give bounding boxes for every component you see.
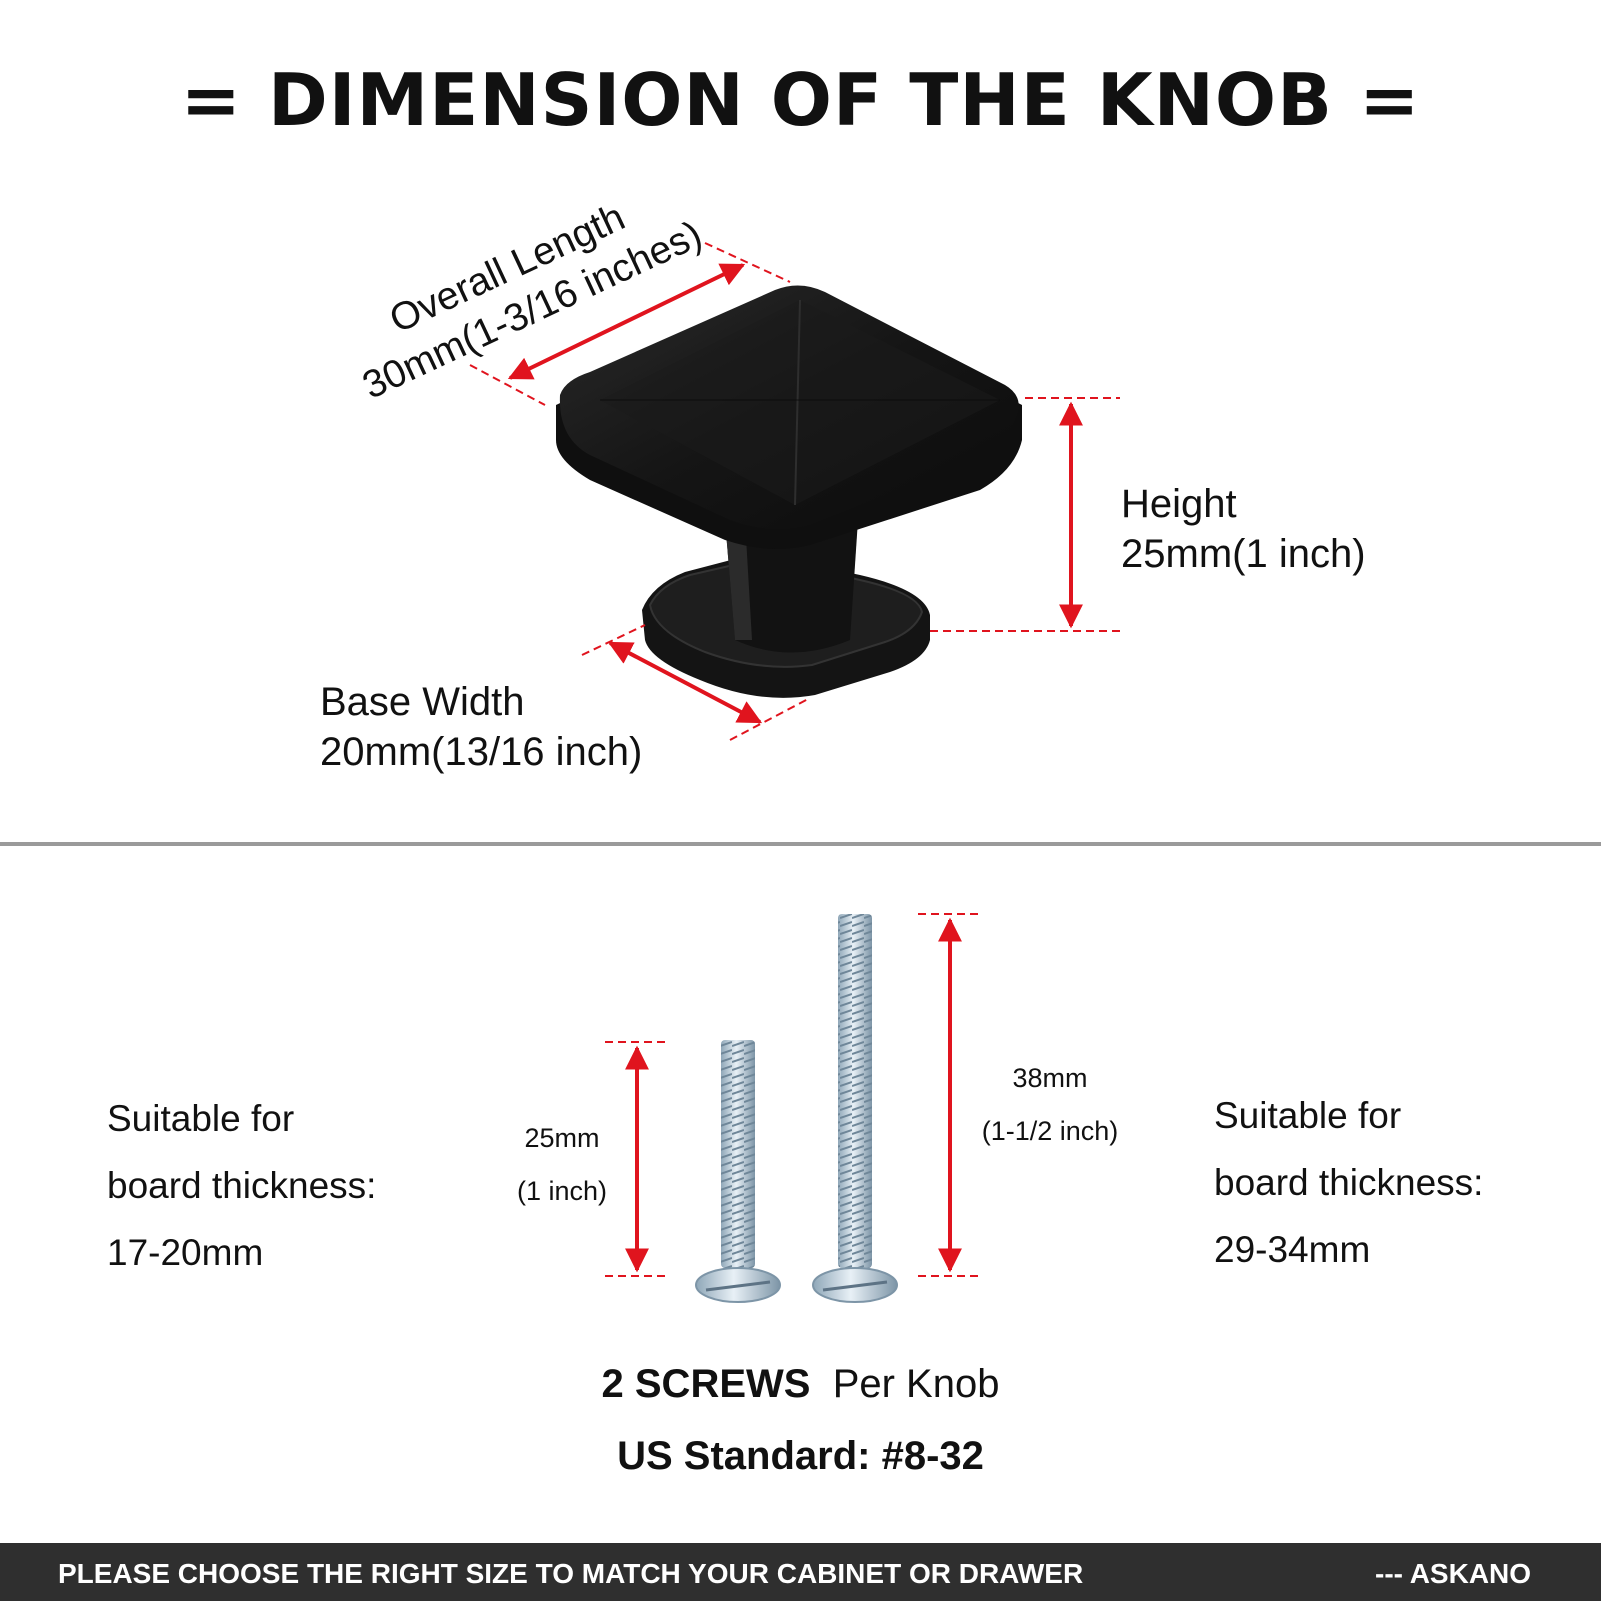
left-note-line1: Suitable for <box>107 1098 295 1139</box>
base-width-value: 20mm(13/16 inch) <box>320 730 643 774</box>
short-screw-image <box>695 1040 781 1303</box>
footer-bar: PLEASE CHOOSE THE RIGHT SIZE TO MATCH YO… <box>0 1543 1601 1601</box>
footer-message: PLEASE CHOOSE THE RIGHT SIZE TO MATCH YO… <box>58 1558 1084 1589</box>
overall-length-dimension <box>469 242 791 406</box>
page-title: = DIMENSION OF THE KNOB = <box>180 58 1421 142</box>
height-value: 25mm(1 inch) <box>1121 532 1366 576</box>
screw-standard: US Standard: #8-32 <box>617 1434 984 1478</box>
short-screw-dimension <box>605 1041 668 1277</box>
base-width-dimension <box>581 624 811 741</box>
knob-image <box>556 285 1022 698</box>
screw-count: 2 SCREWS Per Knob <box>0 1362 1601 1407</box>
screw-count-bold: 2 SCREWS <box>601 1362 811 1406</box>
height-label: Height <box>1121 482 1237 526</box>
long-screw-image <box>812 914 898 1303</box>
section-divider <box>0 842 1601 846</box>
short-screw-length-inch: (1 inch) <box>516 1176 608 1206</box>
base-width-label: Base Width <box>320 680 525 724</box>
right-note-line1: Suitable for <box>1214 1095 1402 1136</box>
long-screw-dimension <box>918 913 980 1277</box>
left-note-line3: 17-20mm <box>107 1232 264 1273</box>
right-note-line3: 29-34mm <box>1214 1229 1371 1270</box>
long-screw-length: 38mm <box>1012 1063 1088 1093</box>
short-screw-length: 25mm <box>524 1123 600 1153</box>
long-screw-length-inch: (1-1/2 inch) <box>981 1116 1119 1146</box>
left-note-line2: board thickness: <box>107 1165 377 1206</box>
screw-count-rest: Per Knob <box>832 1362 1000 1406</box>
footer-brand: --- ASKANO <box>1375 1558 1532 1589</box>
height-dimension <box>930 397 1125 632</box>
right-note-line2: board thickness: <box>1214 1162 1484 1203</box>
